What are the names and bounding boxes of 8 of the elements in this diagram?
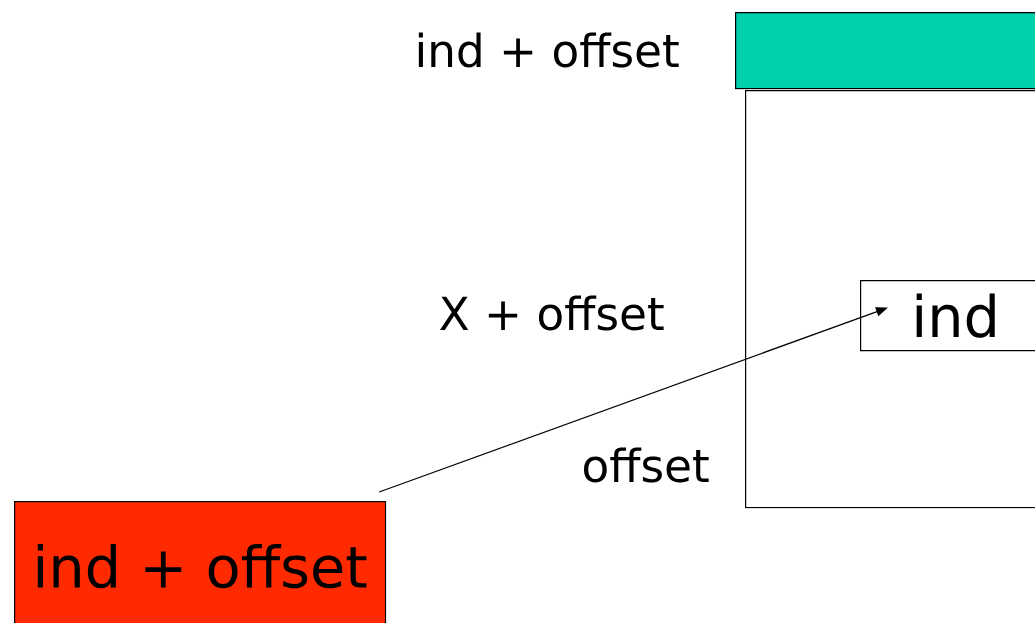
label-box: ind — [860, 280, 1035, 352]
text-label: ind + offset — [418, 32, 679, 68]
outline-box — [745, 90, 1035, 509]
text-label: X + offset — [440, 295, 664, 331]
text-label: offset — [584, 447, 709, 483]
label-box: ind + offset — [14, 501, 387, 623]
arrow — [378, 307, 888, 493]
filled-bar — [735, 12, 1035, 90]
